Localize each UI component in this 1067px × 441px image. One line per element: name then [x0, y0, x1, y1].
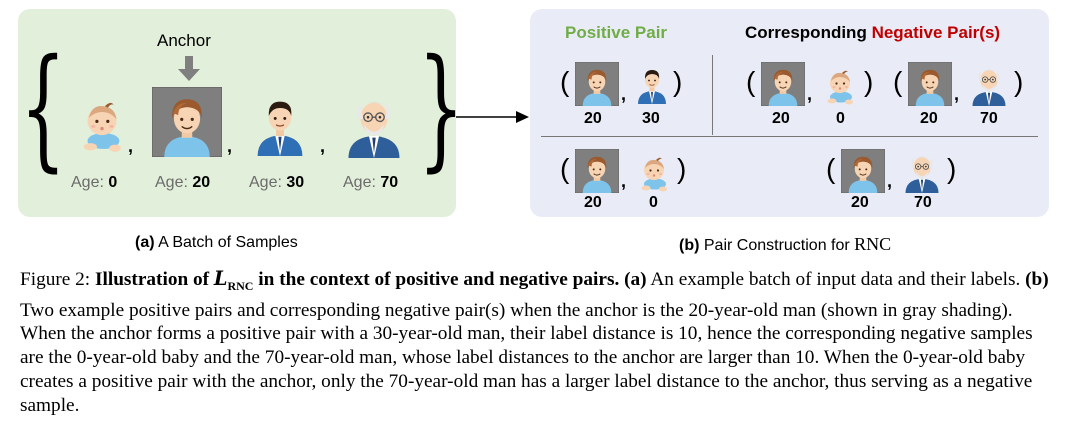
anchor-label: Anchor — [157, 31, 211, 50]
baby-icon — [820, 64, 860, 108]
left-brace: { — [20, 31, 67, 185]
age-label-20: Age: 20 — [155, 174, 211, 191]
horizontal-divider — [541, 136, 1038, 137]
man-30-icon — [248, 92, 312, 156]
right-brace: } — [418, 31, 465, 185]
age-label-0: Age: 0 — [71, 174, 118, 191]
figure-caption: Figure 2: Illustration of LRNC in the co… — [20, 267, 1050, 418]
row2-positive-label-anchor: 20 — [584, 194, 602, 211]
open-paren: ( — [560, 66, 570, 97]
row2-positive-label-other: 0 — [649, 194, 658, 211]
subcaption-b: (b) Pair Construction for RNC — [679, 234, 892, 254]
loss-subscript: RNC — [227, 278, 254, 293]
open-paren: ( — [893, 66, 903, 97]
comma: , — [128, 136, 134, 156]
open-paren: ( — [826, 153, 836, 184]
man-30-icon — [632, 62, 672, 106]
caption-title-part2: in the context of positive and negative … — [253, 269, 620, 290]
comma: , — [320, 136, 326, 156]
old-man-70-icon — [340, 90, 408, 158]
close-paren: ) — [673, 66, 683, 97]
row1-negative1-label-anchor: 20 — [772, 110, 790, 127]
loss-symbol: L — [213, 267, 228, 290]
baby-icon — [634, 151, 674, 195]
caption-a-marker: (a) — [624, 269, 647, 290]
positive-pair-header: Positive Pair — [565, 23, 668, 42]
comma: , — [621, 171, 627, 191]
row1-negative2-label-other: 70 — [980, 110, 998, 127]
row2-negative-label-anchor: 20 — [851, 194, 869, 211]
close-paren: ) — [947, 153, 957, 184]
subcaption-a: (a) A Batch of Samples — [135, 234, 298, 251]
comma: , — [807, 84, 813, 104]
anchor-person-icon — [575, 149, 619, 193]
anchor-down-arrow-icon — [178, 56, 200, 81]
anchor-person-icon — [575, 62, 619, 106]
comma: , — [887, 171, 893, 191]
figure-label: Figure 2: — [20, 269, 95, 290]
age-label-70: Age: 70 — [343, 174, 399, 191]
anchor-person-icon — [841, 149, 885, 193]
old-man-70-icon — [899, 149, 945, 193]
anchor-person-icon — [908, 62, 952, 106]
old-man-70-icon — [966, 62, 1012, 106]
open-paren: ( — [560, 153, 570, 184]
baby-icon — [73, 92, 131, 158]
row1-negative2-label-anchor: 20 — [920, 110, 938, 127]
row1-positive-label-anchor: 20 — [584, 110, 602, 127]
close-paren: ) — [864, 66, 874, 97]
open-paren: ( — [746, 66, 756, 97]
row2-negative-label-other: 70 — [914, 194, 932, 211]
row1-positive-label-other: 30 — [642, 110, 660, 127]
comma: , — [227, 136, 233, 156]
corresponding-negative-header: Corresponding Negative Pair(s) — [745, 23, 1001, 42]
anchor-person-icon — [761, 62, 805, 106]
caption-title-part1: Illustration of — [94, 269, 214, 290]
right-arrow-icon — [456, 111, 529, 123]
row1-negative1-label-other: 0 — [836, 110, 845, 127]
caption-b-text: Two example positive pairs and correspon… — [20, 299, 1033, 416]
close-paren: ) — [677, 153, 687, 184]
caption-b-marker: (b) — [1025, 269, 1049, 290]
caption-a-text: An example batch of input data and their… — [646, 269, 1026, 290]
vertical-divider — [712, 55, 713, 135]
comma: , — [621, 84, 627, 104]
anchor-person-icon — [152, 87, 222, 157]
comma: , — [954, 84, 960, 104]
age-label-30: Age: 30 — [249, 174, 305, 191]
close-paren: ) — [1014, 66, 1024, 97]
